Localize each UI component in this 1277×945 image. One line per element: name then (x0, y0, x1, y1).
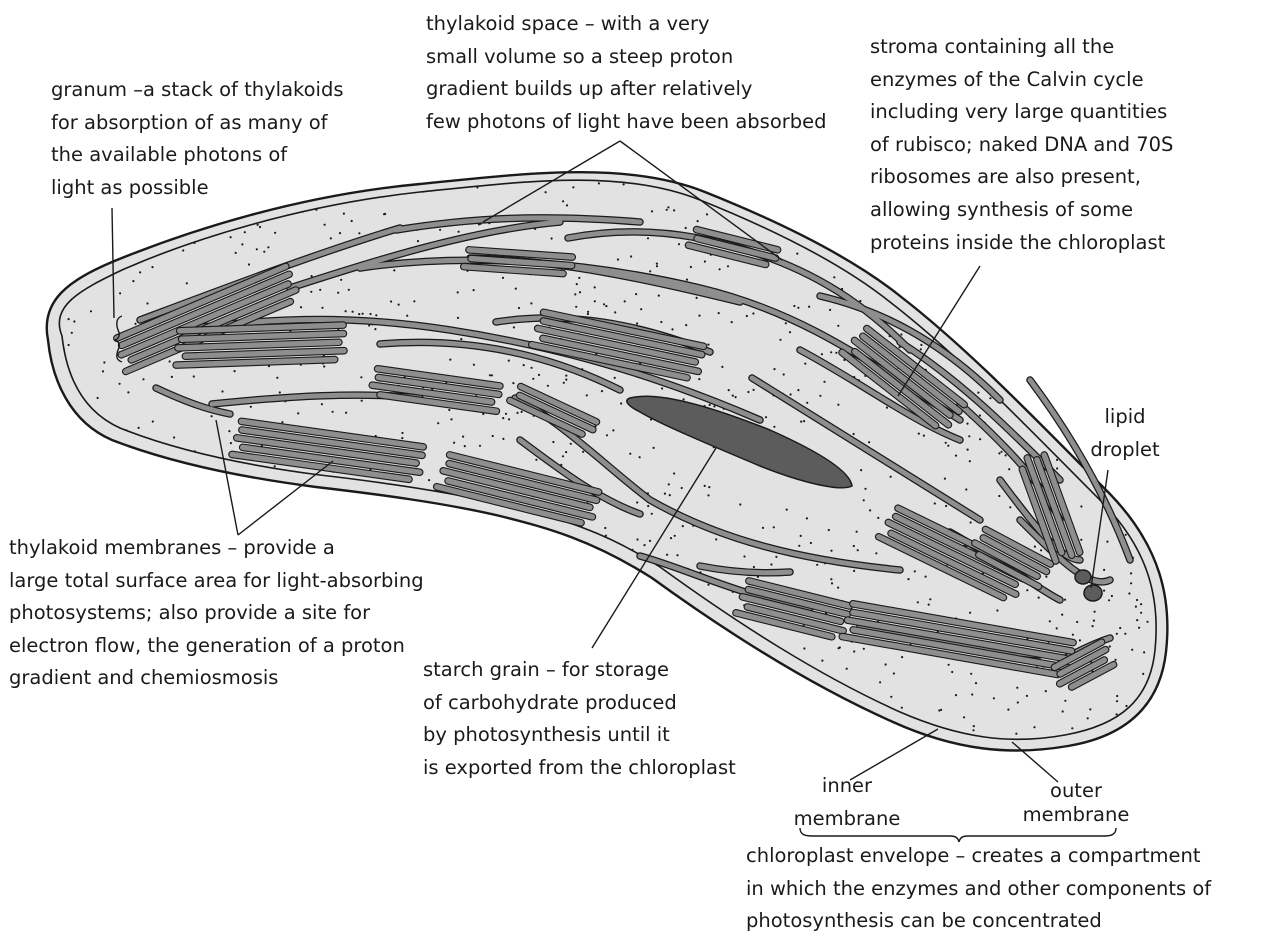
label-line: is exported from the chloroplast (423, 752, 736, 785)
label-line: enzymes of the Calvin cycle (870, 64, 1173, 97)
label-line: of carbohydrate produced (423, 687, 736, 720)
label-line: ribosomes are also present, (870, 161, 1173, 194)
label-chloroplast-envelope: chloroplast envelope – creates a compart… (746, 840, 1211, 938)
lipid-droplet (1075, 570, 1091, 584)
label-line: granum –a stack of thylakoids (51, 74, 344, 107)
label-granum: granum –a stack of thylakoids for absorp… (51, 74, 344, 204)
label-line: gradient and chemiosmosis (9, 662, 424, 695)
label-line: allowing synthesis of some (870, 194, 1173, 227)
label-inner-membrane: inner membrane (788, 770, 906, 835)
label-line: the available photons of (51, 139, 344, 172)
label-line: membrane (1012, 803, 1140, 827)
label-line: in which the enzymes and other component… (746, 873, 1211, 906)
label-line: light as possible (51, 172, 344, 205)
label-line: including very large quantities (870, 96, 1173, 129)
label-line: droplet (1082, 434, 1168, 467)
label-line: for absorption of as many of (51, 107, 344, 140)
granum-stack (172, 322, 348, 369)
label-line: lipid (1082, 401, 1168, 434)
label-line: electron flow, the generation of a proto… (9, 630, 424, 663)
label-line: small volume so a steep proton (426, 41, 827, 74)
label-line: gradient builds up after relatively (426, 73, 827, 106)
lipid-droplet-2 (1084, 585, 1102, 601)
label-line: photosystems; also provide a site for (9, 597, 424, 630)
label-line: of rubisco; naked DNA and 70S (870, 129, 1173, 162)
label-thylakoid-space: thylakoid space – with a very small volu… (426, 8, 827, 138)
label-line: photosynthesis can be concentrated (746, 905, 1211, 938)
label-line: proteins inside the chloroplast (870, 227, 1173, 260)
label-thylakoid-membranes: thylakoid membranes – provide a large to… (9, 532, 424, 695)
label-line: stroma containing all the (870, 31, 1173, 64)
label-lipid-droplet: lipid droplet (1082, 401, 1168, 466)
label-line: by photosynthesis until it (423, 719, 736, 752)
label-line: membrane (788, 803, 906, 836)
label-line: inner (788, 770, 906, 803)
label-line: chloroplast envelope – creates a compart… (746, 840, 1211, 873)
label-stroma: stroma containing all the enzymes of the… (870, 31, 1173, 259)
label-line: starch grain – for storage (423, 654, 736, 687)
label-line: outer (1012, 779, 1140, 803)
label-starch-grain: starch grain – for storage of carbohydra… (423, 654, 736, 784)
label-line: large total surface area for light-absor… (9, 565, 424, 598)
label-line: thylakoid membranes – provide a (9, 532, 424, 565)
label-line: thylakoid space – with a very (426, 8, 827, 41)
label-line: few photons of light have been absorbed (426, 106, 827, 139)
label-outer-membrane: outer membrane (1012, 779, 1140, 827)
